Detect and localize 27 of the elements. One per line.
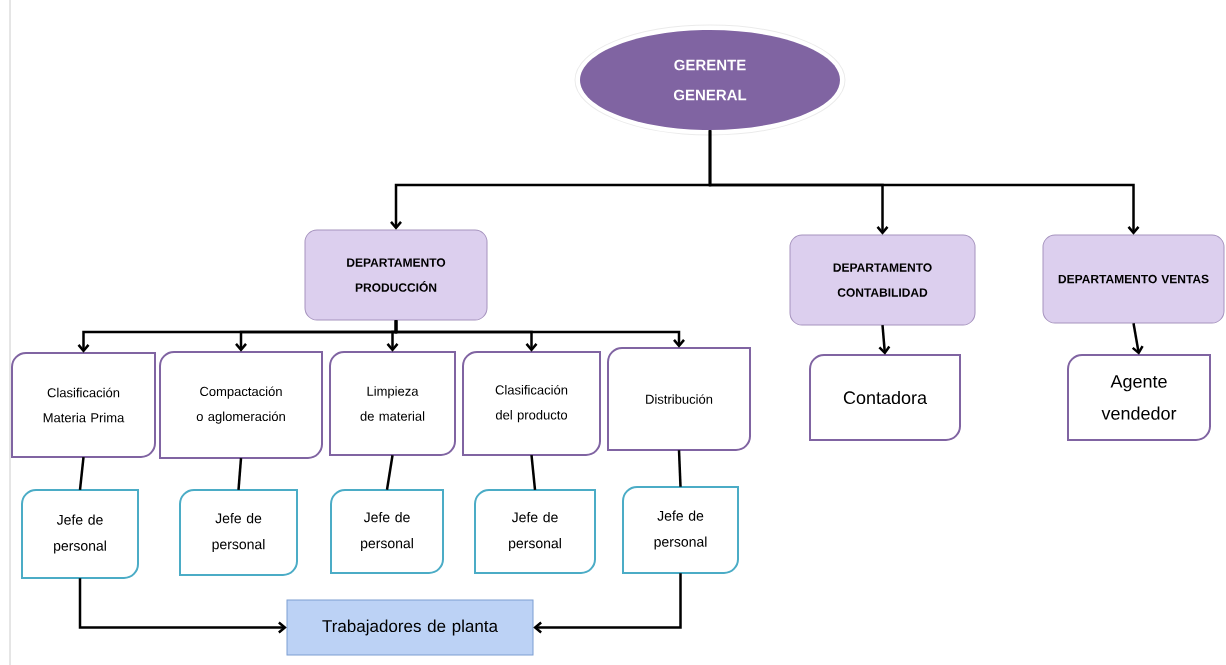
department-box: DEPARTAMENTO CONTABILIDAD [789,234,976,326]
process-box: Contadora [809,354,961,441]
process-box: Distribución [607,347,751,451]
staff-box: Jefe de personal [330,489,444,574]
connector [530,455,537,490]
staff-box: Jefe de personal [474,489,596,574]
department-box: DEPARTAMENTO VENTAS [1042,234,1225,324]
staff-box: Jefe de personal [622,486,739,574]
connector [533,573,682,634]
connector [237,458,243,490]
connector [677,450,682,487]
department-box: DEPARTAMENTO PRODUCCIÓN [304,229,488,321]
process-box: Compactación o aglomeración [159,351,323,459]
process-box: Clasificación del producto [462,351,601,456]
workers-box: Trabajadores de planta [286,599,534,656]
connector [708,130,1140,235]
staff-box: Jefe de personal [179,489,298,576]
connector [878,325,891,355]
connector [394,320,685,348]
connector [1131,323,1144,355]
process-box: Agente vendedor [1067,354,1211,441]
staff-box: Jefe de personal [21,489,139,579]
process-box: Clasificación Materia Prima [11,352,156,458]
process-box: Limpieza de material [329,351,456,456]
connector [78,457,85,490]
connector [78,578,287,634]
connector [385,455,394,490]
